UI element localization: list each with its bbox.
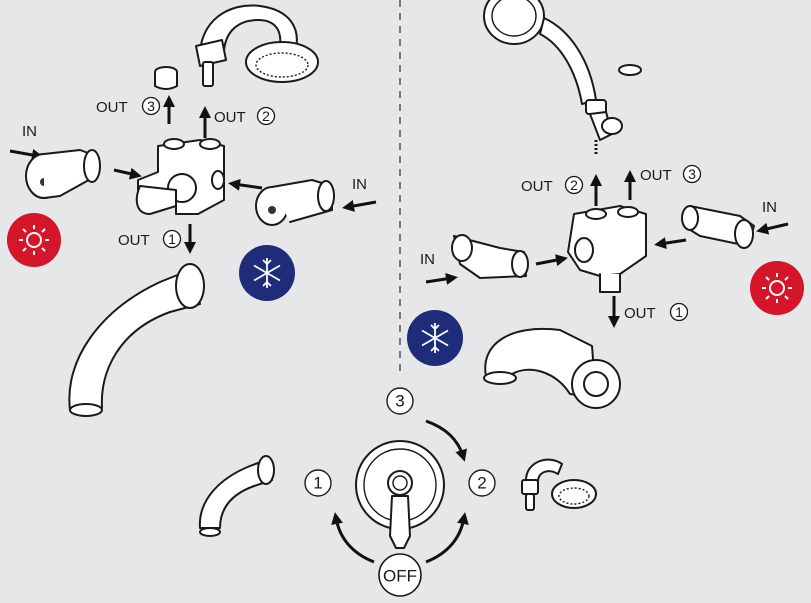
handle-positions: 3 1 2 OFF <box>198 387 597 597</box>
small-shower-icon <box>521 458 597 511</box>
diverter-handle <box>355 440 445 549</box>
arrow-rotate-3 <box>425 419 467 462</box>
svg-text:3: 3 <box>395 392 404 411</box>
hot-badge-right <box>750 261 804 315</box>
right-assembly: OUT 2 OUT 3 IN IN <box>407 0 804 409</box>
off-marker: OFF <box>378 553 422 597</box>
in-label-right-cold: IN <box>420 251 435 268</box>
svg-text:2: 2 <box>262 108 270 124</box>
in-label-left-cold: IN <box>352 176 367 193</box>
cold-valve <box>255 179 335 226</box>
sun-icon <box>19 225 49 255</box>
arrow-hot-to-body <box>113 167 142 180</box>
arrow-in-cold <box>342 200 377 212</box>
svg-text:OUT: OUT <box>214 109 246 126</box>
hot-valve-right <box>681 205 755 249</box>
svg-text:OUT: OUT <box>96 99 128 116</box>
svg-text:OUT: OUT <box>118 232 150 249</box>
diverter-body-left <box>135 138 225 215</box>
arrow-in-hot-right <box>756 222 789 235</box>
hot-badge-left <box>7 213 61 267</box>
position-1-marker: 1 <box>304 469 332 497</box>
out-2-label-left: OUT 2 <box>214 106 276 126</box>
svg-text:2: 2 <box>477 474 486 493</box>
arrow-hot-to-body-right <box>654 237 687 250</box>
svg-text:2: 2 <box>570 177 578 193</box>
position-2-marker: 2 <box>468 469 496 497</box>
cold-badge-left <box>239 245 295 301</box>
snowflake-icon <box>253 258 281 288</box>
out-3-label-left: OUT 3 <box>96 96 161 116</box>
svg-text:1: 1 <box>168 231 176 247</box>
snowflake-icon <box>421 323 449 353</box>
svg-text:1: 1 <box>675 304 683 320</box>
svg-text:OUT: OUT <box>521 178 553 195</box>
left-assembly: OUT 3 OUT 2 IN <box>7 4 377 417</box>
svg-text:3: 3 <box>147 98 155 114</box>
out-2-label-right: OUT 2 <box>521 175 584 195</box>
tub-spout-right <box>483 327 621 409</box>
in-label-left-hot: IN <box>22 123 37 140</box>
arrow-rotate-1 <box>331 512 375 564</box>
position-3-marker: 3 <box>386 387 414 415</box>
cold-valve-right <box>451 234 529 279</box>
arrow-cold-to-body-right <box>535 254 568 267</box>
arrow-rotate-2 <box>425 512 469 564</box>
diverter-body-right <box>567 205 647 293</box>
shower-head-right <box>483 0 623 156</box>
arrow-cold-to-body <box>228 178 263 191</box>
arrow-in-hot <box>9 149 44 161</box>
shower-head <box>195 4 319 87</box>
cold-badge-right <box>407 310 463 366</box>
hot-valve <box>25 149 101 199</box>
svg-text:1: 1 <box>313 474 322 493</box>
svg-text:3: 3 <box>688 166 696 182</box>
plug-fitting-right <box>618 64 642 76</box>
tub-spout-left <box>68 263 205 417</box>
svg-text:OUT: OUT <box>624 305 656 322</box>
svg-text:OUT: OUT <box>640 167 672 184</box>
in-label-right-hot: IN <box>762 199 777 216</box>
small-spout-icon <box>198 455 275 537</box>
sun-icon <box>762 273 792 303</box>
svg-text:OFF: OFF <box>383 567 417 586</box>
out-1-label-left: OUT 1 <box>118 229 182 249</box>
arrow-in-cold-right <box>425 272 458 285</box>
out-1-label-right: OUT 1 <box>624 302 689 322</box>
out-3-label-right: OUT 3 <box>640 164 702 184</box>
